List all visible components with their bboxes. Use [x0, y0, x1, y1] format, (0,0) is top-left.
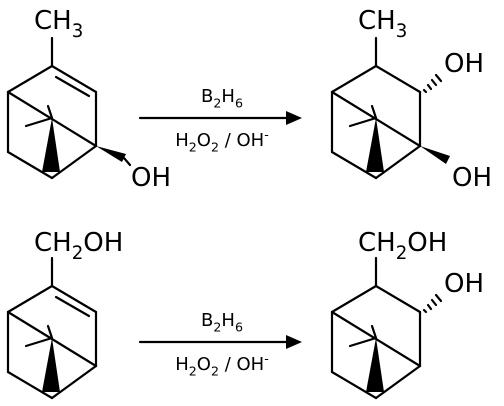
reaction-1: CH3 OH B2H6 H2O2 / OH-: [6, 6, 492, 193]
reactant-2-substituent: CH2OH: [34, 228, 123, 264]
reaction-2: CH2OH B2H6 H2O2 / OH- CH2OH: [6, 228, 484, 400]
reactant-1-substituent: CH3: [34, 6, 83, 42]
product-2-hydroxyl-1: OH: [444, 269, 484, 299]
product-2-structure: [330, 256, 443, 400]
product-2-substituent: CH2OH: [358, 228, 447, 264]
reaction-arrow-1: [138, 111, 302, 125]
reactant-1-hydroxyl: OH: [131, 163, 171, 193]
product-1-structure: [330, 36, 450, 180]
reaction-1-reagent-1: B2H6: [201, 86, 243, 110]
product-1-hydroxyl-2: OH: [452, 163, 492, 193]
reaction-1-reagent-2: H2O2 / OH-: [175, 127, 269, 155]
reaction-2-reagent-1: B2H6: [201, 310, 243, 334]
product-1-hydroxyl-1: OH: [444, 49, 484, 79]
reaction-2-reagent-2: H2O2 / OH-: [175, 351, 269, 379]
reactant-2-structure: [6, 256, 98, 400]
product-1-substituent: CH3: [358, 6, 407, 42]
reaction-arrow-2: [138, 335, 302, 349]
reactant-1-structure: [6, 36, 132, 180]
